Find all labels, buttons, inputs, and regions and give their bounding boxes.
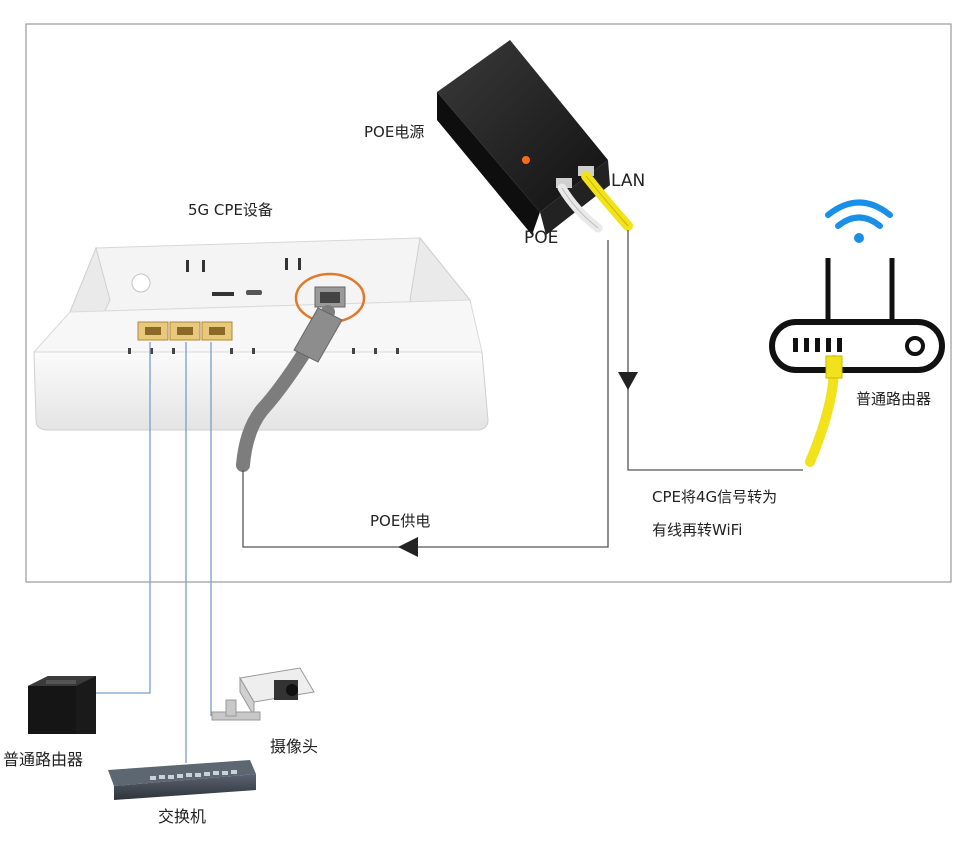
router-box-icon: [28, 676, 96, 734]
lan-link-line: [627, 230, 803, 471]
poe-adapter-icon: [437, 40, 610, 235]
lan-yellow-cable: [581, 171, 633, 231]
label-router-right: 普通路由器: [856, 390, 931, 408]
label-poe-power: POE电源: [364, 123, 424, 141]
down-arrow: [618, 372, 638, 390]
router-yellow-cable: [805, 355, 843, 467]
camera-icon: [211, 667, 315, 721]
wifi-icon: [825, 199, 893, 243]
peripheral-lines: [96, 342, 212, 763]
label-caption-line1: CPE将4G信号转为: [652, 488, 777, 506]
left-arrow: [398, 537, 418, 557]
poe-supply-line: [242, 240, 609, 548]
diagram-frame: [25, 23, 952, 583]
label-cpe-device: 5G CPE设备: [188, 201, 273, 219]
switch-icon: [108, 760, 256, 800]
label-switch: 交换机: [158, 807, 206, 826]
label-poe: POE: [524, 228, 558, 248]
label-poe-supply: POE供电: [370, 512, 430, 530]
label-lan: LAN: [611, 171, 645, 191]
cpe-device-icon: [32, 236, 489, 431]
router-icon: [769, 258, 945, 373]
label-router-bottom: 普通路由器: [3, 750, 83, 769]
label-caption-line2: 有线再转WiFi: [652, 521, 742, 539]
cpe-poe-cable: [236, 305, 343, 472]
label-camera: 摄像头: [270, 737, 318, 756]
poe-white-cable: [557, 183, 603, 233]
